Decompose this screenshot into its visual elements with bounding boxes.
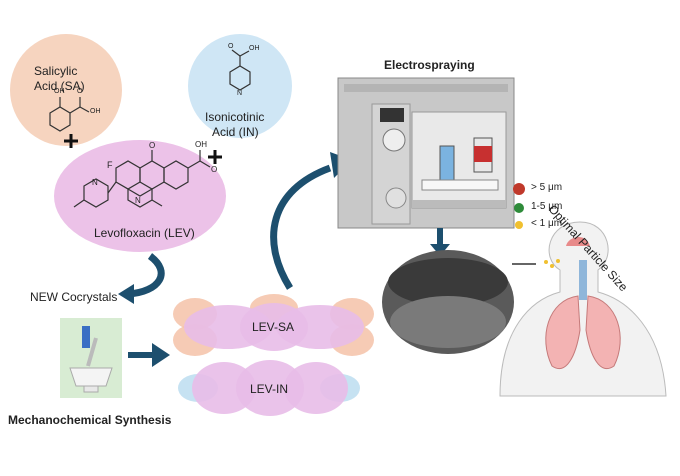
lev-label: Levofloxacin (LEV) [94, 226, 195, 240]
salicylic-acid-circle [10, 34, 122, 146]
lev-o-atom: O [149, 141, 156, 150]
legend-dot-small [515, 221, 523, 229]
legend-label-large: > 5 μm [531, 182, 563, 193]
salicylic-acid-structure [49, 97, 90, 132]
lev-n-atom: N [135, 196, 141, 205]
sem-image [382, 250, 514, 354]
isonicotinic-acid-structure [229, 49, 251, 91]
in-oh-atom: OH [249, 45, 260, 52]
electrospray-title: Electrospraying [384, 58, 475, 72]
legend-dot-medium [514, 203, 524, 213]
mortar-pestle-image [60, 318, 122, 398]
lev-in-label: LEV-IN [250, 382, 289, 396]
sem-arrow-head [430, 244, 450, 256]
lev-o2-atom: O [211, 165, 218, 174]
cocrystals-title: NEW Cocrystals [30, 290, 118, 304]
legend-dot-large [513, 183, 525, 195]
isonicotinic-acid-circle [188, 34, 292, 138]
in-label-line2: Acid (IN) [212, 125, 259, 139]
plus-icon [64, 134, 222, 164]
electrospray-machine [337, 77, 515, 229]
sa-o-atom: O [77, 88, 83, 95]
sa-oh2-atom: OH [90, 108, 101, 115]
in-n-atom: N [237, 90, 243, 97]
legend-label-small: < 1 μm [531, 218, 563, 229]
human-lungs-figure [499, 221, 667, 397]
straight-arrow-head [152, 343, 170, 367]
lev-sa-blobs [173, 294, 374, 356]
sa-oh-atom: OH [54, 88, 65, 95]
lev-oh-atom: OH [195, 140, 207, 149]
in-o-atom: O [228, 43, 234, 50]
sa-label-line1: Salicylic [34, 64, 78, 78]
curved-arrow-up [270, 164, 332, 290]
in-label-line1: Isonicotinic [205, 110, 265, 124]
arrow-head-down [118, 284, 134, 304]
synthesis-label: Mechanochemical Synthesis [8, 413, 172, 427]
curved-arrow-down [127, 253, 165, 298]
lev-n2-atom: N [92, 178, 98, 187]
lev-in-blobs [178, 360, 360, 416]
levofloxacin-structure [73, 150, 211, 208]
lev-f-atom: F [107, 160, 113, 170]
legend-label-medium: 1-5 μm [531, 201, 563, 212]
sa-label-line2: Acid (SA) [34, 79, 85, 93]
lev-sa-label: LEV-SA [252, 320, 295, 334]
